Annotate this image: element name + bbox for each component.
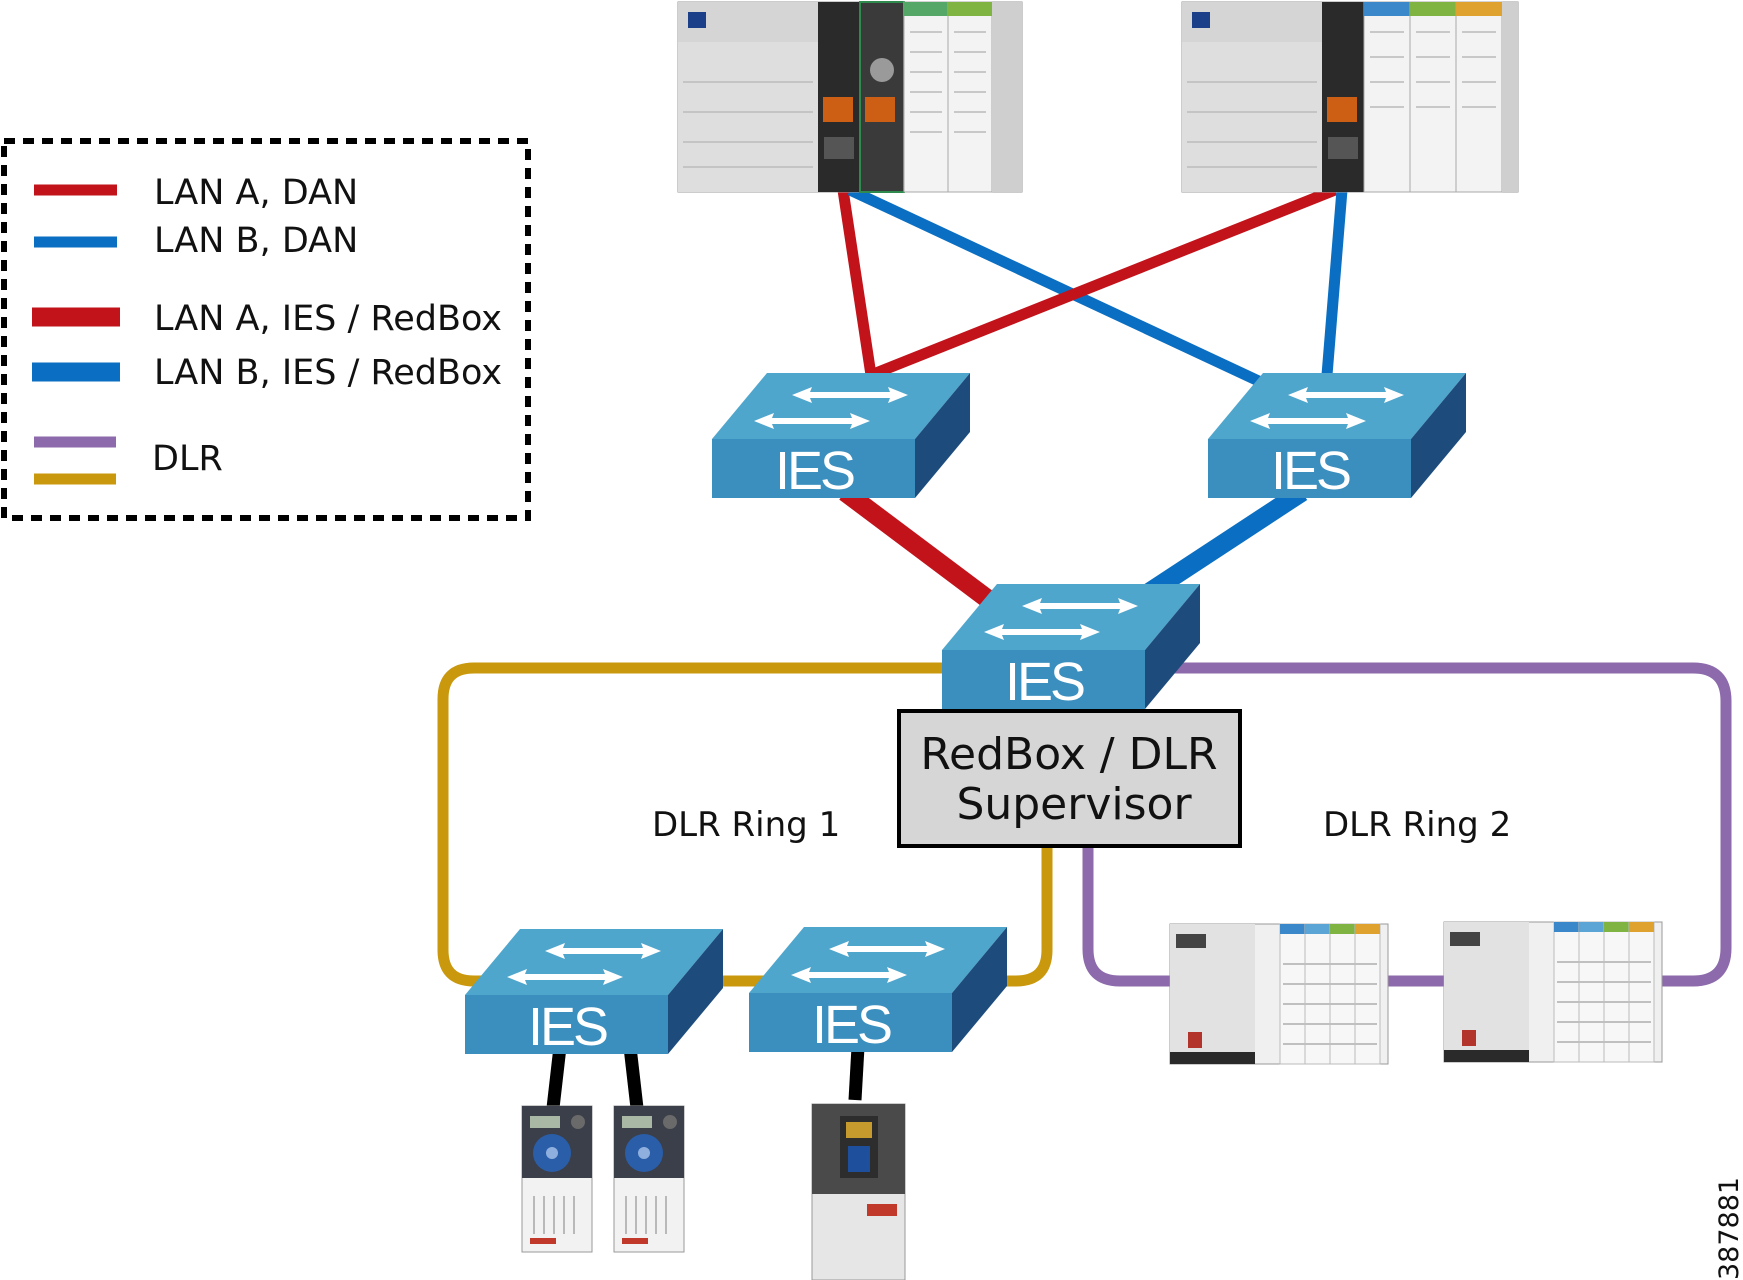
ies-switch-redbox-label: IES	[1005, 652, 1084, 712]
legend: LAN A, DAN LAN B, DAN LAN A, IES / RedBo…	[1, 138, 531, 521]
supervisor-label-line1: RedBox / DLR	[920, 729, 1217, 780]
link-redbox-lan-a	[839, 484, 1011, 620]
link-redbox-lan-b	[1139, 484, 1308, 603]
figure-id: 387881	[1714, 1177, 1743, 1280]
ies-switch-ring1-right: IES	[749, 927, 1007, 1055]
link-drive-1	[546, 1046, 567, 1109]
supervisor-label-line2: Supervisor	[956, 779, 1192, 830]
dlr-ring-1-return	[988, 846, 1053, 987]
dlr-ring-2-path	[1125, 662, 1732, 987]
legend-label-lan-b-redbox: LAN B, IES / RedBox	[154, 353, 502, 393]
ring-2-label: DLR Ring 2	[1323, 805, 1511, 845]
legend-border	[1, 138, 531, 521]
ies-switch-redbox: IES	[942, 584, 1200, 712]
ies-switch-lan-a-label: IES	[775, 441, 854, 501]
ies-switch-lan-b-label: IES	[1271, 441, 1350, 501]
ies-switch-ring1-right-label: IES	[812, 995, 891, 1055]
ies-switch-ring1-left: IES	[465, 929, 723, 1057]
dlr-ring-1-path	[437, 662, 945, 987]
link-drive-2	[623, 1046, 644, 1109]
link-plc2-lan-a	[868, 184, 1338, 381]
ring-1-label: DLR Ring 1	[652, 805, 840, 845]
legend-label-dlr: DLR	[152, 439, 223, 479]
link-drive-3	[848, 1046, 865, 1101]
legend-label-lan-a-dan: LAN A, DAN	[154, 173, 358, 213]
ies-switch-ring1-left-label: IES	[528, 997, 607, 1057]
ies-switch-lan-a: IES	[712, 373, 970, 501]
link-plc1-lan-b	[847, 185, 1285, 397]
link-plc2-lan-b	[1321, 189, 1348, 376]
legend-label-lan-b-dan: LAN B, DAN	[154, 221, 358, 261]
plc-chassis-icon	[1181, 1, 1519, 193]
powerflex-small-drive-icon	[613, 1105, 685, 1253]
powerflex-small-drive-icon	[521, 1105, 593, 1253]
io-adapter-rack-icon	[1169, 923, 1389, 1065]
plc-chassis-icon	[677, 1, 1023, 193]
io-adapter-rack-icon	[1443, 921, 1663, 1063]
link-plc1-lan-a	[837, 189, 877, 376]
dlr-ring-2-return	[1082, 846, 1170, 987]
redbox-supervisor-box: RedBox / DLR Supervisor	[897, 709, 1242, 848]
ies-switch-lan-b: IES	[1208, 373, 1466, 501]
legend-label-lan-a-redbox: LAN A, IES / RedBox	[154, 299, 502, 339]
powerflex-large-drive-icon	[811, 1103, 906, 1280]
